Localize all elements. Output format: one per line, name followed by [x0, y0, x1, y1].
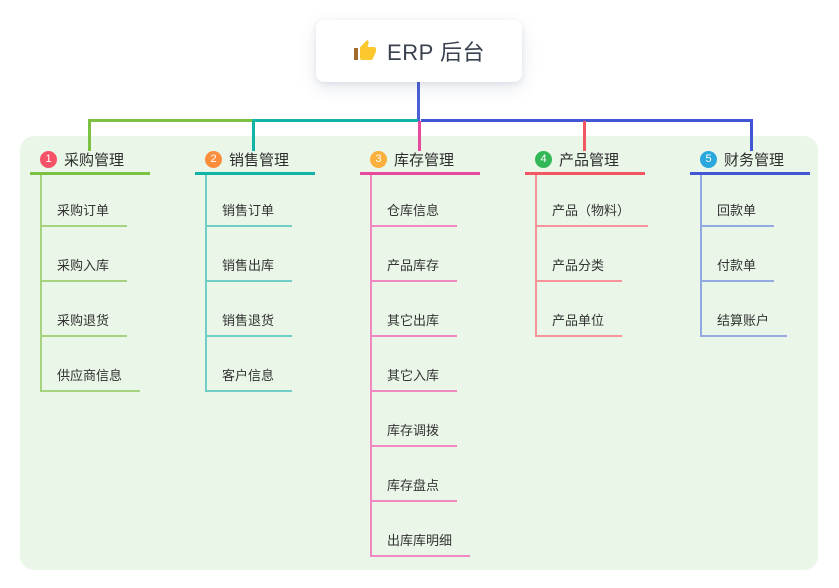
- sub-node[interactable]: 库存盘点: [370, 474, 458, 502]
- branch-connector-line: [40, 175, 42, 392]
- branch-node[interactable]: 2 销售管理: [195, 146, 315, 175]
- connector-line: [421, 119, 753, 122]
- sub-node[interactable]: 供应商信息: [40, 364, 141, 392]
- sub-node[interactable]: 产品（物料）: [535, 199, 649, 227]
- branch-node[interactable]: 5 财务管理: [690, 146, 810, 175]
- connector-line: [418, 121, 421, 151]
- sub-node[interactable]: 采购订单: [40, 199, 128, 227]
- branch-label: 采购管理: [64, 151, 125, 169]
- sub-node[interactable]: 结算账户: [700, 309, 788, 337]
- connector-line: [417, 82, 420, 122]
- branch-connector-line: [370, 175, 372, 557]
- branch-connector-line: [700, 175, 702, 337]
- connector-line: [252, 121, 255, 151]
- sub-node-label: 出库库明细: [387, 533, 453, 548]
- sub-node[interactable]: 采购退货: [40, 309, 128, 337]
- branch-label: 销售管理: [229, 151, 290, 169]
- sub-node-label: 付款单: [717, 258, 757, 273]
- branch-number-badge: 1: [40, 150, 57, 168]
- connector-line: [750, 121, 753, 151]
- branch-node[interactable]: 1 采购管理: [30, 146, 150, 175]
- sub-node-label: 采购入库: [57, 258, 110, 273]
- sub-node-label: 产品（物料）: [552, 203, 631, 218]
- thumbs-up-icon: [353, 39, 377, 63]
- sub-node-label: 供应商信息: [57, 368, 123, 383]
- sub-node-label: 产品库存: [387, 258, 440, 273]
- branch-number-badge: 5: [700, 150, 717, 168]
- branch-number-badge: 2: [205, 150, 222, 168]
- sub-node[interactable]: 其它出库: [370, 309, 458, 337]
- sub-node-label: 结算账户: [717, 313, 770, 328]
- sub-node[interactable]: 回款单: [700, 199, 775, 227]
- sub-node-label: 仓库信息: [387, 203, 440, 218]
- sub-node-label: 采购订单: [57, 203, 110, 218]
- sub-node[interactable]: 采购入库: [40, 254, 128, 282]
- connector-line: [583, 121, 586, 151]
- branch-number-badge: 4: [535, 150, 552, 168]
- sub-node-label: 其它出库: [387, 313, 440, 328]
- branches-panel: [20, 136, 818, 570]
- branch-node[interactable]: 3 库存管理: [360, 146, 480, 175]
- branch-connector-line: [535, 175, 537, 337]
- sub-node-label: 回款单: [717, 203, 757, 218]
- sub-node[interactable]: 产品单位: [535, 309, 623, 337]
- sub-node[interactable]: 其它入库: [370, 364, 458, 392]
- sub-node[interactable]: 付款单: [700, 254, 775, 282]
- sub-node-label: 客户信息: [222, 368, 275, 383]
- branch-label: 产品管理: [559, 151, 620, 169]
- connector-line: [252, 119, 418, 122]
- sub-node-label: 销售退货: [222, 313, 275, 328]
- connector-line: [88, 119, 255, 122]
- sub-node-label: 库存盘点: [387, 478, 440, 493]
- sub-node[interactable]: 销售订单: [205, 199, 293, 227]
- sub-node[interactable]: 产品分类: [535, 254, 623, 282]
- sub-node[interactable]: 销售出库: [205, 254, 293, 282]
- branch-label: 财务管理: [724, 151, 785, 169]
- sub-node[interactable]: 销售退货: [205, 309, 293, 337]
- branch-label: 库存管理: [394, 151, 455, 169]
- branch-node[interactable]: 4 产品管理: [525, 146, 645, 175]
- sub-node-label: 产品分类: [552, 258, 605, 273]
- sub-node-label: 采购退货: [57, 313, 110, 328]
- sub-node[interactable]: 出库库明细: [370, 529, 471, 557]
- sub-node-label: 产品单位: [552, 313, 605, 328]
- sub-node-label: 销售出库: [222, 258, 275, 273]
- branch-connector-line: [205, 175, 207, 392]
- sub-node-label: 销售订单: [222, 203, 275, 218]
- connector-line: [88, 121, 91, 151]
- branch-number-badge: 3: [370, 150, 387, 168]
- sub-node[interactable]: 产品库存: [370, 254, 458, 282]
- root-node[interactable]: ERP 后台: [316, 20, 522, 82]
- root-title: ERP 后台: [387, 40, 485, 65]
- sub-node-label: 其它入库: [387, 368, 440, 383]
- sub-node[interactable]: 库存调拨: [370, 419, 458, 447]
- sub-node[interactable]: 仓库信息: [370, 199, 458, 227]
- sub-node[interactable]: 客户信息: [205, 364, 293, 392]
- sub-node-label: 库存调拨: [387, 423, 440, 438]
